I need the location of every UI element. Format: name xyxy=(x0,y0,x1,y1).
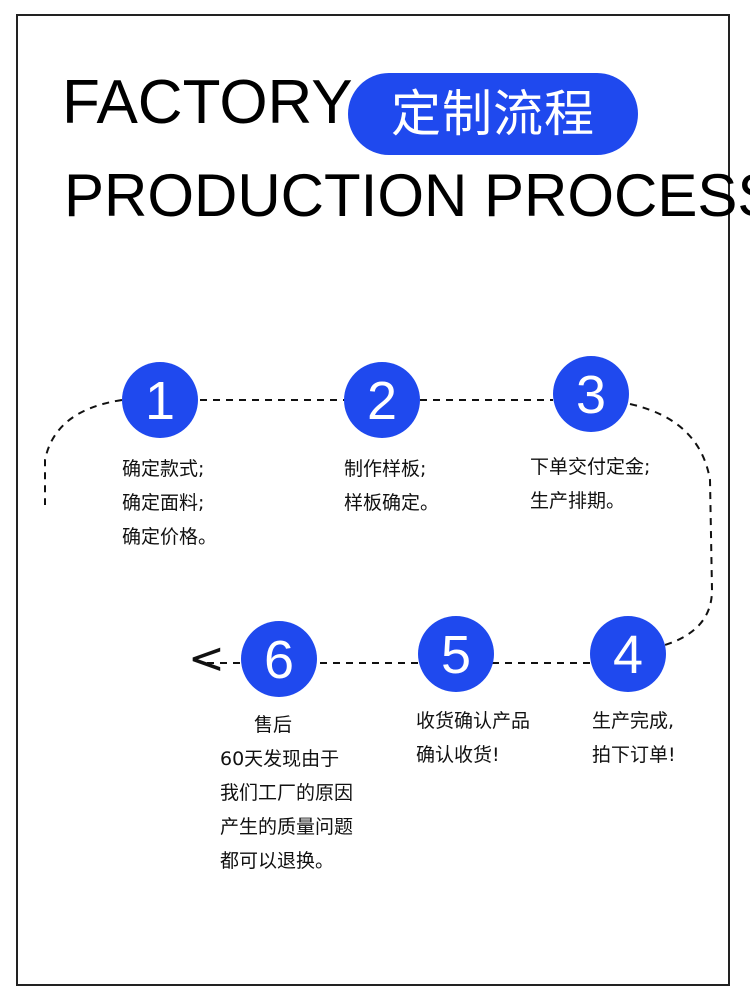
step-3-line-1: 下单交付定金; xyxy=(530,456,651,478)
step-6-line-1: 售后 xyxy=(254,714,293,736)
step-6-line-2: 60天发现由于 xyxy=(220,748,340,770)
step-2-description: 制作样板; 样板确定。 xyxy=(344,452,439,520)
step-5-line-2: 确认收货! xyxy=(416,744,500,766)
step-1-line-1: 确定款式; xyxy=(122,458,205,480)
step-5-circle: 5 xyxy=(418,616,494,692)
connector-3-4 xyxy=(629,403,714,646)
connector-left-loop xyxy=(44,399,123,505)
step-3-description: 下单交付定金; 生产排期。 xyxy=(530,450,650,518)
step-2-circle: 2 xyxy=(344,362,420,438)
step-1-line-2: 确定面料; xyxy=(122,492,205,514)
step-6-line-5: 都可以退换。 xyxy=(220,850,335,872)
step-3-line-2: 生产排期。 xyxy=(530,490,626,512)
step-5-description: 收货确认产品 确认收货! xyxy=(416,704,530,772)
step-4-description: 生产完成, 拍下订单! xyxy=(592,704,676,772)
flow-arrow-icon: < xyxy=(188,633,225,684)
step-4-circle: 4 xyxy=(590,616,666,692)
title-badge: 定制流程 xyxy=(348,73,638,155)
step-6-circle: 6 xyxy=(241,621,317,697)
step-4-line-2: 拍下订单! xyxy=(592,744,676,766)
page-frame xyxy=(16,14,730,986)
step-6-line-3: 我们工厂的原因 xyxy=(220,782,354,804)
step-1-description: 确定款式; 确定面料; 确定价格。 xyxy=(122,452,217,554)
step-5-line-1: 收货确认产品 xyxy=(416,710,531,732)
step-4-line-1: 生产完成, xyxy=(592,710,675,732)
step-1-line-3: 确定价格。 xyxy=(122,526,218,548)
title-production-process: PRODUCTION PROCESS xyxy=(64,162,750,229)
step-3-circle: 3 xyxy=(553,356,629,432)
step-1-circle: 1 xyxy=(122,362,198,438)
step-6-description: 售后 60天发现由于 我们工厂的原因 产生的质量问题 都可以退换。 xyxy=(220,708,353,878)
step-2-line-2: 样板确定。 xyxy=(344,492,440,514)
step-2-line-1: 制作样板; xyxy=(344,458,427,480)
title-factory: FACTORY xyxy=(62,68,353,137)
step-6-line-4: 产生的质量问题 xyxy=(220,816,354,838)
